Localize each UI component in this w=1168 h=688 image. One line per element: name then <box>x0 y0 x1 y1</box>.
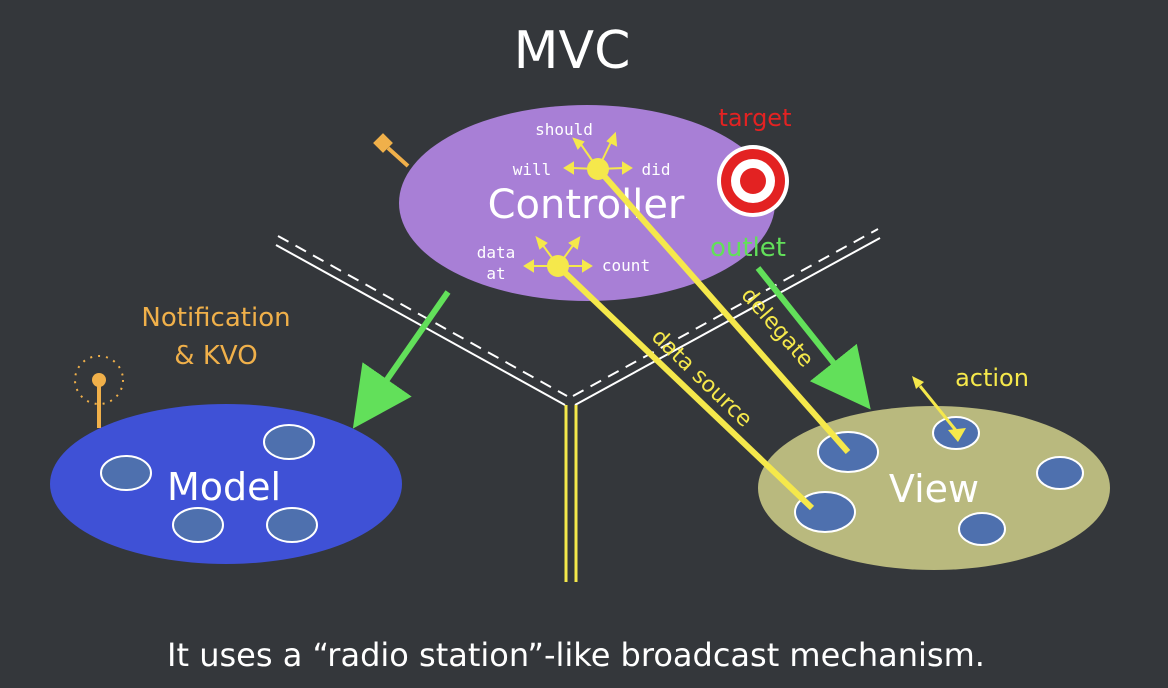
model-bubble <box>263 424 315 460</box>
data-at-label-line1: data <box>477 243 516 262</box>
data-at-label-line2: at <box>486 264 505 283</box>
should-label: should <box>535 120 593 139</box>
controller-ellipse <box>399 105 775 301</box>
controller-antenna-stick <box>386 146 410 168</box>
right-road-solid <box>574 237 881 406</box>
model-bubble <box>100 455 152 491</box>
right-road-dashed <box>572 228 879 397</box>
road-dividers <box>275 228 881 582</box>
model-bubble <box>266 507 318 543</box>
left-road-dashed <box>277 235 568 397</box>
model-label: Model <box>167 465 281 509</box>
action-label: action <box>955 364 1029 392</box>
delegate-node-arrows <box>563 131 633 175</box>
left-road-solid <box>275 244 566 406</box>
target-label: target <box>719 104 792 132</box>
controller-label: Controller <box>488 182 685 228</box>
outlet-arrow <box>755 266 871 410</box>
model-antenna-head <box>92 373 106 387</box>
view-label: View <box>889 467 979 511</box>
model-antenna-broadcast <box>74 355 124 405</box>
notification-label-line2: & KVO <box>174 341 257 371</box>
notification-label-line1: Notification <box>141 303 290 333</box>
model-group: Model <box>50 355 402 564</box>
model-bubble <box>172 507 224 543</box>
datasource-node-arrows <box>523 235 593 273</box>
will-label: will <box>513 160 552 179</box>
outlet-label: outlet <box>710 233 786 263</box>
view-bubble <box>1036 456 1084 490</box>
controller-antenna-head <box>373 133 393 153</box>
caption-text: It uses a “radio station”-like broadcast… <box>167 636 985 674</box>
view-bubble <box>958 512 1006 546</box>
count-label: count <box>602 256 650 275</box>
target-icon <box>717 145 789 217</box>
action-arrow <box>918 385 960 434</box>
datasource-wire <box>555 263 815 511</box>
did-label: did <box>642 160 671 179</box>
controller-to-model-arrow <box>352 290 451 429</box>
delegate-wire <box>595 167 851 454</box>
page-title: MVC <box>514 21 631 81</box>
action-arrow-tail <box>948 428 966 442</box>
action-arrow-head <box>912 376 924 389</box>
view-group: View <box>758 406 1110 570</box>
